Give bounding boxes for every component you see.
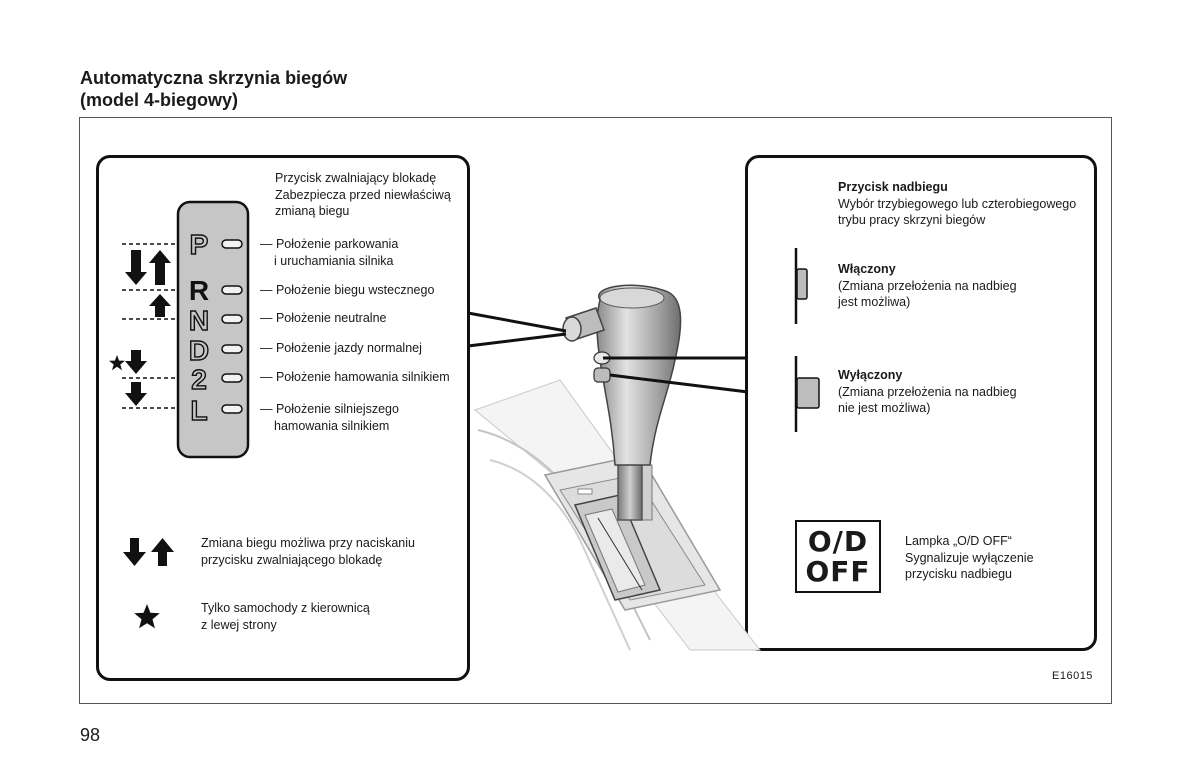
figure-id: E16015 <box>1052 670 1093 682</box>
od-lamp-caption: Lampka „O/D OFF“ Sygnalizuje wyłączenie … <box>905 533 1034 583</box>
caption-line: hamowania silnikiem <box>274 418 390 433</box>
caption-line: — Położenie parkowania <box>260 237 399 251</box>
gear-letter-l: L <box>190 395 207 426</box>
lamp-text-od: O/D <box>807 524 869 558</box>
od-on-caption: Włączony (Zmiana przełożenia na nadbieg … <box>838 261 1017 311</box>
shift-arrows <box>109 250 171 406</box>
lamp-text-off: OFF <box>805 554 871 588</box>
gear-selector-plate <box>176 200 250 459</box>
title-line-1: Automatyczna skrzynia biegów <box>80 68 348 88</box>
gear-letters: P R N D 2 L <box>188 228 210 426</box>
od-switch-on <box>794 248 808 324</box>
legend-arrows-text: Zmiana biegu możliwa przy naciskaniu prz… <box>201 535 415 568</box>
caption-line: trybu pracy skrzyni biegów <box>838 213 986 227</box>
od-switch-off <box>794 356 820 432</box>
position-l-label: — Położenie silniejszego hamowania silni… <box>260 401 399 434</box>
release-button-caption: Przycisk zwalniający blokadę Zabezpiecza… <box>275 170 451 220</box>
caption-heading: Wyłączony <box>838 368 903 382</box>
caption-line: Lampka „O/D OFF“ <box>905 534 1012 548</box>
arrow-up-icon <box>149 250 171 285</box>
gear-letter-r: R <box>189 275 209 306</box>
caption-line: Sygnalizuje wyłączenie <box>905 550 1034 565</box>
arrow-down-icon <box>125 382 147 406</box>
figure-frame <box>79 117 1112 704</box>
caption-line: Tylko samochody z kierownicą <box>201 601 370 615</box>
caption-line: Zabezpiecza przed niewłaściwą <box>275 187 451 202</box>
arrow-up-icon <box>151 538 174 566</box>
od-off-lamp-icon: O/D OFF <box>795 520 881 593</box>
page-number: 98 <box>80 725 101 745</box>
caption-heading: Włączony <box>838 262 896 276</box>
gear-letter-p: P <box>190 229 209 260</box>
position-r-label: — Położenie biegu wstecznego <box>260 283 435 297</box>
position-n-label: — Położenie neutralne <box>260 311 387 325</box>
caption-line: (Zmiana przełożenia na nadbieg <box>838 278 1017 293</box>
position-2-label: — Położenie hamowania silnikiem <box>260 370 450 384</box>
arrow-down-icon <box>125 250 147 285</box>
caption-line: Wybór trzybiegowego lub czterobiegowego <box>838 196 1077 211</box>
gear-letter-2: 2 <box>191 364 207 395</box>
dashed-guides <box>122 243 178 409</box>
page-title: Automatyczna skrzynia biegów (model 4-bi… <box>80 67 347 111</box>
gear-letter-n: N <box>189 305 209 336</box>
arrow-down-icon <box>123 538 146 566</box>
overdrive-button-caption: Przycisk nadbiegu Wybór trzybiegowego lu… <box>838 179 1076 229</box>
star-icon <box>109 355 125 371</box>
arrow-down-icon <box>125 350 147 374</box>
leader-lines <box>467 311 749 394</box>
caption-line: przycisku nadbiegu <box>905 567 1013 581</box>
caption-line: i uruchamiania silnika <box>274 253 394 268</box>
legend-star-text: Tylko samochody z kierownicą z lewej str… <box>201 600 370 633</box>
title-line-2: (model 4-biegowy) <box>80 90 239 110</box>
arrow-up-icon <box>149 294 171 317</box>
legend-icons <box>123 538 174 629</box>
gear-positions-panel <box>96 155 470 681</box>
caption-line: Zmiana biegu możliwa przy naciskaniu <box>201 536 415 550</box>
caption-line: z lewej strony <box>201 617 277 632</box>
od-off-caption: Wyłączony (Zmiana przełożenia na nadbieg… <box>838 367 1017 417</box>
position-p-label: — Położenie parkowania i uruchamiania si… <box>260 236 398 269</box>
caption-line: — Położenie silniejszego <box>260 402 399 416</box>
caption-line: Przycisk zwalniający blokadę <box>275 171 437 185</box>
caption-line: przycisku zwalniającego blokadę <box>201 552 383 567</box>
caption-line: zmianą biegu <box>275 204 350 218</box>
star-icon <box>134 604 160 629</box>
console-illustration <box>473 284 762 651</box>
position-d-label: — Położenie jazdy normalnej <box>260 341 422 355</box>
gear-letter-d: D <box>189 335 209 366</box>
caption-line: jest możliwa) <box>838 295 911 309</box>
caption-heading: Przycisk nadbiegu <box>838 180 948 194</box>
gear-slots <box>221 239 243 414</box>
caption-line: (Zmiana przełożenia na nadbieg <box>838 384 1017 399</box>
caption-line: nie jest możliwa) <box>838 401 931 415</box>
